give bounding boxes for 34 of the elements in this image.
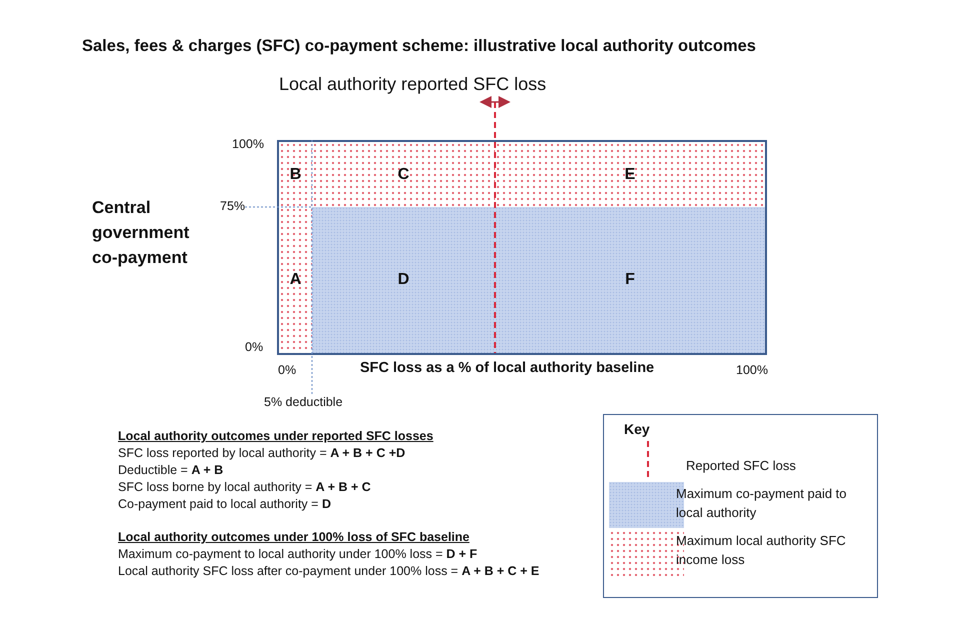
section-heading: Local authority outcomes under reported SFC losses (118, 428, 434, 445)
region-letter: D (398, 271, 410, 289)
tick-label: 0% (278, 362, 296, 379)
axis-title: SFC loss as a % of local authority baseline (360, 360, 654, 377)
tick-label: 0% (245, 339, 264, 356)
axis-title: Local authority reported SFC loss (279, 76, 546, 93)
formula-text: Deductible = A + B (118, 462, 224, 479)
region-letter: F (625, 271, 635, 289)
tick-label: 100% (232, 136, 264, 153)
legend-text: Maximum co-payment paid to local authority (676, 485, 848, 522)
axis-title: Central government co-payment (92, 197, 190, 269)
key-heading: Key (624, 421, 650, 438)
chart-region (279, 142, 312, 207)
formula-text: Co-payment paid to local authority = D (118, 496, 331, 513)
legend-text: Maximum local authority SFC income loss (676, 532, 847, 569)
tick-label: 75% (220, 198, 246, 215)
title: Sales, fees & charges (SFC) co-payment scheme: illustrative local authority outcomes (82, 38, 756, 55)
formula-text: SFC loss borne by local authority = A + B + C (118, 479, 371, 496)
region-letter: C (398, 166, 410, 184)
legend-text: Reported SFC loss (686, 457, 796, 474)
region-letter: A (290, 271, 302, 289)
formula-text: Local authority SFC loss after co-payment under 100% loss = A + B + C + E (118, 563, 540, 580)
chart-region (312, 207, 495, 353)
chart-region (312, 142, 495, 207)
section-heading: Local authority outcomes under 100% loss of SFC baseline (118, 529, 470, 546)
formula-text: Maximum co-payment to local authority under 100% loss = D + F (118, 546, 478, 563)
chart-region (495, 207, 765, 353)
formula-text: SFC loss reported by local authority = A + B + C +D (118, 445, 406, 462)
region-letter: E (624, 166, 636, 184)
tick-label: 100% (736, 362, 768, 379)
chart-region (495, 142, 765, 207)
chart-region (279, 207, 312, 353)
annotation-text: 5% deductible (264, 394, 343, 411)
region-letter: B (290, 166, 302, 184)
